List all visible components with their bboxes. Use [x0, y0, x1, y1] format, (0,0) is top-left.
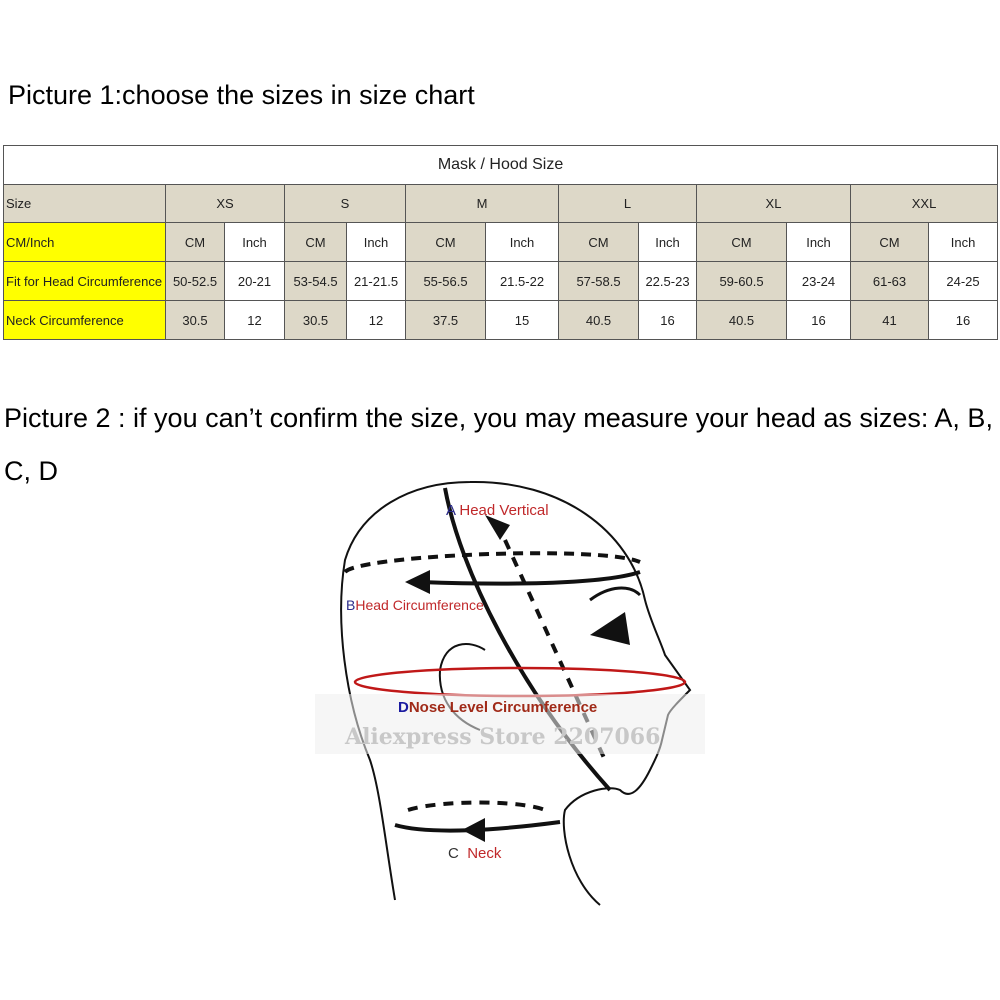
neck-cell: 40.5 — [696, 300, 787, 340]
size-header: L — [558, 184, 697, 223]
neck-cell: 37.5 — [405, 300, 486, 340]
head-cell: 57-58.5 — [558, 261, 639, 301]
neck-cell: 16 — [638, 300, 697, 340]
head-cell: 53-54.5 — [284, 261, 347, 301]
unit-cell: Inch — [786, 222, 851, 262]
head-cell: 22.5-23 — [638, 261, 697, 301]
head-cell: 21-21.5 — [346, 261, 406, 301]
neck-cell: 40.5 — [558, 300, 639, 340]
head-cell: 23-24 — [786, 261, 851, 301]
head-cell: 20-21 — [224, 261, 285, 301]
table-title: Mask / Hood Size — [2, 145, 999, 185]
neck-row-label: Neck Circumference — [3, 300, 166, 340]
head-cell: 61-63 — [850, 261, 929, 301]
unit-cell: Inch — [224, 222, 285, 262]
size-header: XL — [696, 184, 851, 223]
unit-cell: Inch — [638, 222, 697, 262]
neck-cell: 16 — [786, 300, 851, 340]
b-letter: B — [346, 597, 356, 613]
neck-cell: 16 — [927, 300, 999, 340]
b-label: Head Circumference — [355, 597, 484, 613]
c-label: Neck — [467, 845, 502, 862]
neck-cell: 15 — [485, 300, 559, 340]
neck-cell: 12 — [346, 300, 406, 340]
unit-cell: CM — [284, 222, 347, 262]
neck-cell: 41 — [850, 300, 929, 340]
head-circumference-dashed — [343, 551, 641, 574]
size-header: S — [284, 184, 406, 223]
eye — [590, 612, 630, 645]
neck-dashed — [407, 800, 546, 812]
head-vertical-dashed — [503, 539, 607, 761]
head-cell: 24-25 — [927, 261, 999, 301]
size-header: M — [405, 184, 559, 223]
watermark: Aliexpress Store 2207066 — [345, 724, 661, 750]
head-row-label: Fit for Head Circumference — [3, 261, 166, 301]
neck-cell: 30.5 — [165, 300, 225, 340]
unit-cell: CM — [850, 222, 929, 262]
d-label: Nose Level Circumference — [408, 699, 598, 716]
size-header: XXL — [849, 184, 999, 223]
unit-cell: Inch — [927, 222, 999, 262]
head-outline — [340, 480, 692, 906]
unit-cell: CM — [696, 222, 787, 262]
head-cell: 50-52.5 — [165, 261, 225, 301]
picture-2-heading: Picture 2 : if you can’t confirm the siz… — [4, 403, 993, 486]
a-letter: A — [446, 502, 456, 519]
a-label: Head Vertical — [459, 502, 549, 519]
unit-cell: Inch — [485, 222, 559, 262]
neck-cell: 12 — [224, 300, 285, 340]
unit-cell: Inch — [346, 222, 406, 262]
picture-1-heading: Picture 1:choose the sizes in size chart — [8, 80, 475, 110]
head-cell: 55-56.5 — [405, 261, 486, 301]
size-label: Size — [3, 184, 166, 223]
c-letter: C — [448, 845, 459, 862]
head-circumference-arrow — [419, 570, 641, 586]
d-letter: D — [398, 699, 409, 716]
